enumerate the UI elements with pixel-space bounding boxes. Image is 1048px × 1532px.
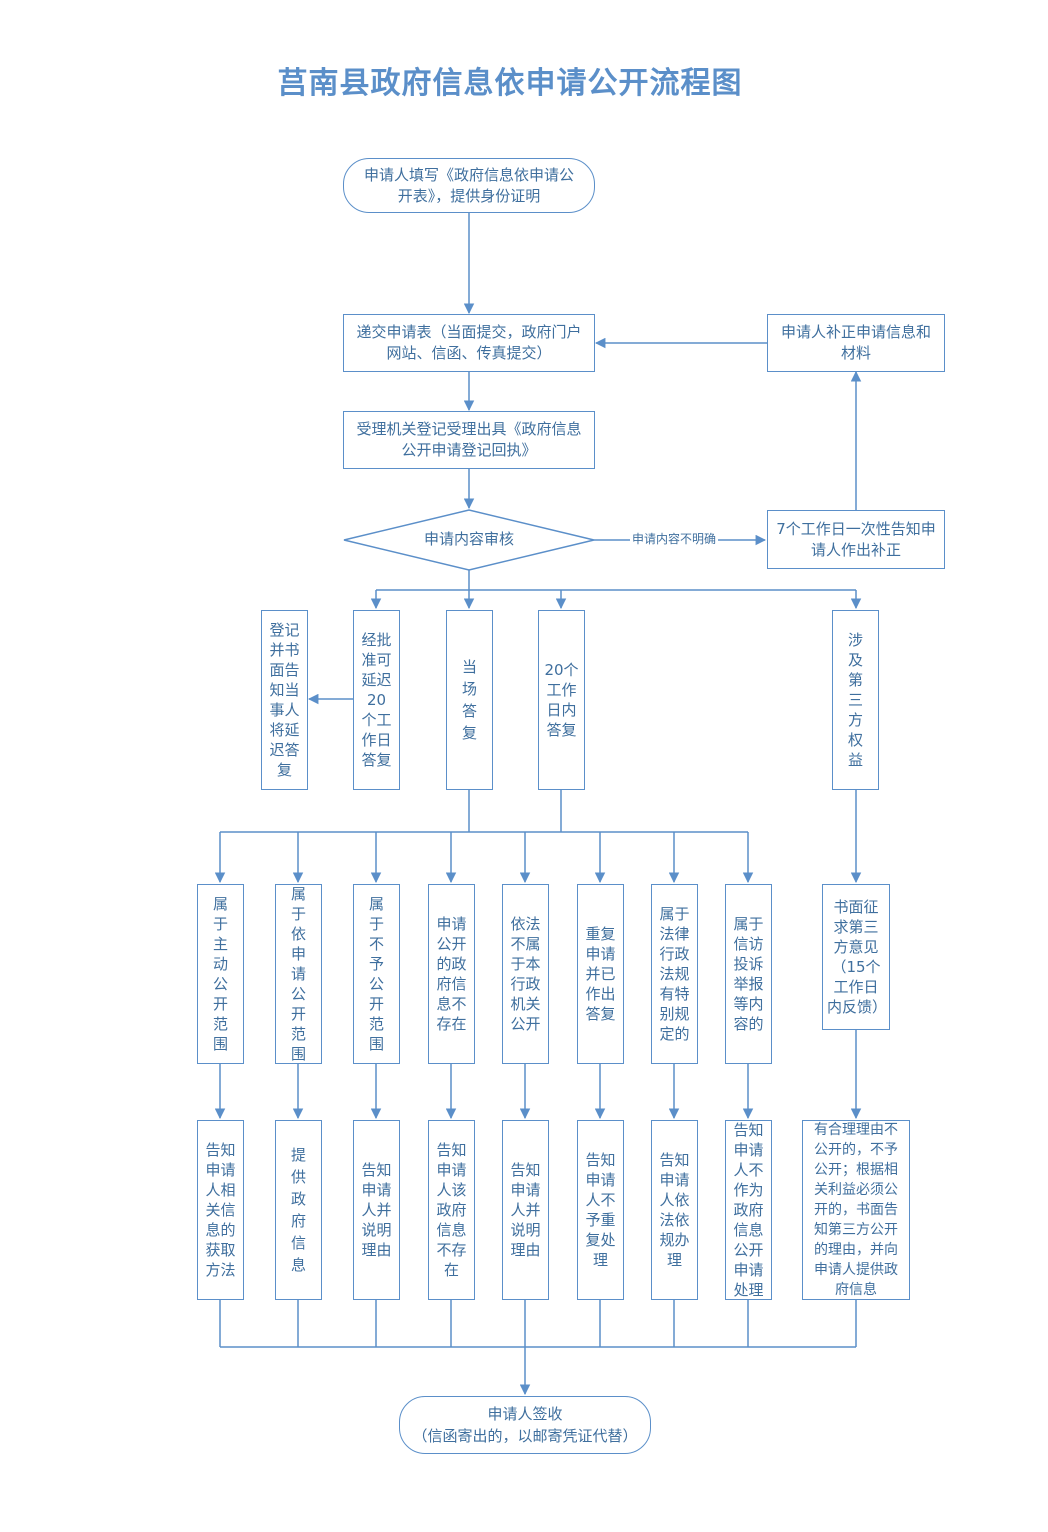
case-text: 依法不属于本行政机关公开 — [510, 915, 541, 1033]
case-text: 属于法律行政法规有特别规定的 — [659, 905, 690, 1043]
case-info-missing-node: 申请公开的政府信息不存在 — [428, 884, 475, 1064]
register-node: 受理机关登记受理出具《政府信息公开申请登记回执》 — [343, 411, 595, 469]
onsite-reply-node: 当场答复 — [446, 610, 493, 790]
case-text: 属于依申请公开范围 — [290, 885, 306, 1063]
third-party-text: 涉及第三方权益 — [847, 631, 863, 769]
onsite-reply-text: 当场答复 — [461, 658, 477, 742]
page-title: 莒南县政府信息依申请公开流程图 — [277, 66, 743, 101]
notify-7days-node: 7个工作日一次性告知申请人作出补正 — [767, 510, 945, 569]
unclear-label: 申请内容不明确 — [630, 530, 719, 548]
result-text: 告知申请人依法依规办理 — [659, 1151, 690, 1269]
result-text: 告知申请人该政府信息不存在 — [436, 1141, 467, 1279]
result-petition-node: 告知申请人不作为政府信息公开申请处理 — [725, 1120, 772, 1300]
result-special-law-node: 告知申请人依法依规办理 — [651, 1120, 698, 1300]
result-text: 告知申请人不作为政府信息公开申请处理 — [733, 1121, 764, 1299]
start-node-text: 申请人填写《政府信息依申请公开表》，提供身份证明 — [363, 165, 574, 205]
notify-7days-text: 7个工作日一次性告知申请人作出补正 — [776, 519, 936, 559]
case-special-law-node: 属于法律行政法规有特别规定的 — [651, 884, 698, 1064]
review-label: 申请内容审核 — [423, 530, 514, 548]
third-party-opinion-text: 书面征求第三方意见（15个工作日内反馈） — [827, 898, 888, 1016]
result-proactive-node: 告知申请人相关信息的获取方法 — [197, 1120, 244, 1300]
result-repeat-node: 告知申请人不予重复处理 — [577, 1120, 624, 1300]
register-node-text: 受理机关登记受理出具《政府信息公开申请登记回执》 — [356, 420, 582, 459]
end-node: 申请人签收 （信函寄出的，以邮寄凭证代替） — [399, 1396, 651, 1454]
supplement-node: 申请人补正申请信息和材料 — [767, 314, 945, 372]
review-diamond — [343, 509, 595, 571]
submit-node: 递交申请表（当面提交，政府门户网站、信函、传真提交） — [343, 314, 595, 372]
case-text: 属于不予公开范围 — [368, 895, 384, 1053]
case-not-disclosed-node: 属于不予公开范围 — [353, 884, 400, 1064]
result-not-disclosed-node: 告知申请人并说明理由 — [353, 1120, 400, 1300]
result-other-agency-node: 告知申请人并说明理由 — [502, 1120, 549, 1300]
third-party-result-node: 有合理理由不公开的，不予公开；根据相关利益必须公开的，书面告知第三方公开的理由，… — [802, 1120, 910, 1300]
approved-delay-text: 经批准可延迟20个工作日答复 — [361, 631, 392, 769]
reply-20days-text: 20个工作日内答复 — [544, 661, 579, 739]
case-text: 申请公开的政府信息不存在 — [436, 915, 467, 1033]
result-text: 告知申请人不予重复处理 — [585, 1151, 616, 1269]
supplement-text: 申请人补正申请信息和材料 — [780, 323, 931, 362]
result-text: 告知申请人并说明理由 — [510, 1161, 541, 1259]
case-repeat-node: 重复申请并已作出答复 — [577, 884, 624, 1064]
reply-20days-node: 20个工作日内答复 — [538, 610, 585, 790]
case-other-agency-node: 依法不属于本行政机关公开 — [502, 884, 549, 1064]
third-party-opinion-node: 书面征求第三方意见（15个工作日内反馈） — [822, 884, 890, 1030]
case-text: 属于信访投诉举报等内容的 — [733, 915, 764, 1033]
case-petition-node: 属于信访投诉举报等内容的 — [725, 884, 772, 1064]
start-node: 申请人填写《政府信息依申请公开表》，提供身份证明 — [343, 158, 595, 213]
end-node-subtitle: （信函寄出的，以邮寄凭证代替） — [412, 1427, 638, 1445]
result-info-missing-node: 告知申请人该政府信息不存在 — [428, 1120, 475, 1300]
third-party-node: 涉及第三方权益 — [832, 610, 879, 790]
approved-delay-node: 经批准可延迟20个工作日答复 — [353, 610, 400, 790]
result-on-request-node: 提供政府信息 — [275, 1120, 322, 1300]
case-on-request-node: 属于依申请公开范围 — [275, 884, 322, 1064]
result-text: 告知申请人并说明理由 — [361, 1161, 392, 1259]
record-delay-node: 登记并书面告知当事人将延迟答复 — [261, 610, 308, 790]
case-text: 属于主动公开范围 — [212, 895, 228, 1053]
third-party-result-text: 有合理理由不公开的，不予公开；根据相关利益必须公开的，书面告知第三方公开的理由，… — [814, 1122, 898, 1298]
case-text: 重复申请并已作出答复 — [585, 925, 616, 1023]
result-text: 告知申请人相关信息的获取方法 — [205, 1141, 236, 1279]
case-proactive-node: 属于主动公开范围 — [197, 884, 244, 1064]
submit-node-text: 递交申请表（当面提交，政府门户网站、信函、传真提交） — [356, 323, 582, 362]
record-delay-text: 登记并书面告知当事人将延迟答复 — [269, 621, 300, 779]
result-text: 提供政府信息 — [290, 1146, 306, 1274]
end-node-title: 申请人签收 — [487, 1405, 563, 1423]
